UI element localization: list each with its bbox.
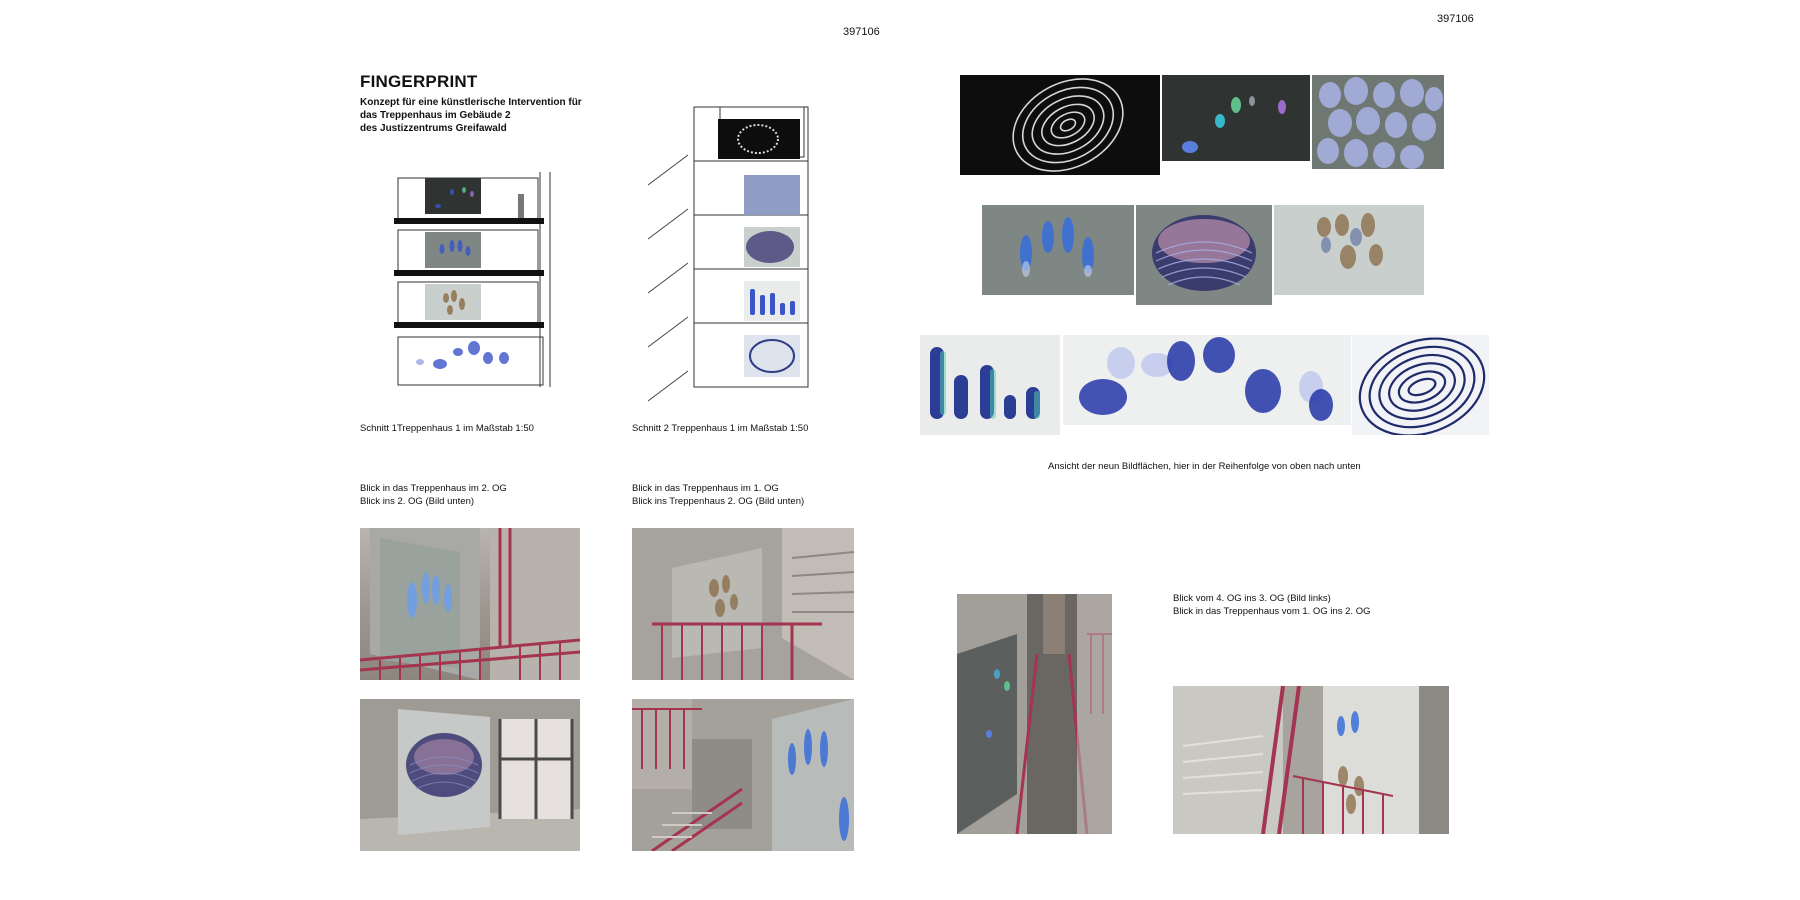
page-number-left: 397106: [843, 26, 880, 38]
photo-1og-to-2og: [1173, 686, 1449, 834]
photo-2og-bottom: [360, 699, 580, 851]
photo-4og-to-3og: [957, 594, 1112, 834]
gallery-panel-2: [1162, 75, 1310, 161]
gallery-panel-8: [1063, 335, 1351, 425]
photo-staircase-2og: [360, 528, 580, 680]
gallery-panel-4: [982, 205, 1134, 295]
page-title: FINGERPRINT: [360, 72, 478, 91]
photo-caption-left: Blick in das Treppenhaus im 2. OG Blick …: [360, 483, 507, 507]
gallery-caption: Ansicht der neun Bildflächen, hier in de…: [1048, 461, 1361, 472]
gallery-panel-1: [960, 75, 1160, 175]
gallery-panel-9: [1352, 335, 1489, 435]
gallery-panel-3: [1312, 75, 1444, 169]
photo-staircase-1og: [632, 528, 854, 680]
bottom-caption: Blick vom 4. OG ins 3. OG (Bild links) B…: [1173, 593, 1371, 617]
page-subtitle: Konzept für eine künstlerische Intervent…: [360, 97, 582, 134]
gallery-panel-7: [920, 335, 1060, 435]
section1-caption: Schnitt 1Treppenhaus 1 im Maßstab 1:50: [360, 423, 534, 434]
page-number-right: 397106: [1437, 13, 1474, 25]
gallery-panel-6: [1274, 205, 1424, 295]
gallery-panel-5: [1136, 205, 1272, 305]
photo-2og-bottom-right: [632, 699, 854, 851]
section2-caption: Schnitt 2 Treppenhaus 1 im Maßstab 1:50: [632, 423, 809, 434]
section-drawing-1: [390, 172, 560, 394]
photo-caption-right: Blick in das Treppenhaus im 1. OG Blick …: [632, 483, 805, 507]
section-drawing-2: [648, 105, 810, 410]
